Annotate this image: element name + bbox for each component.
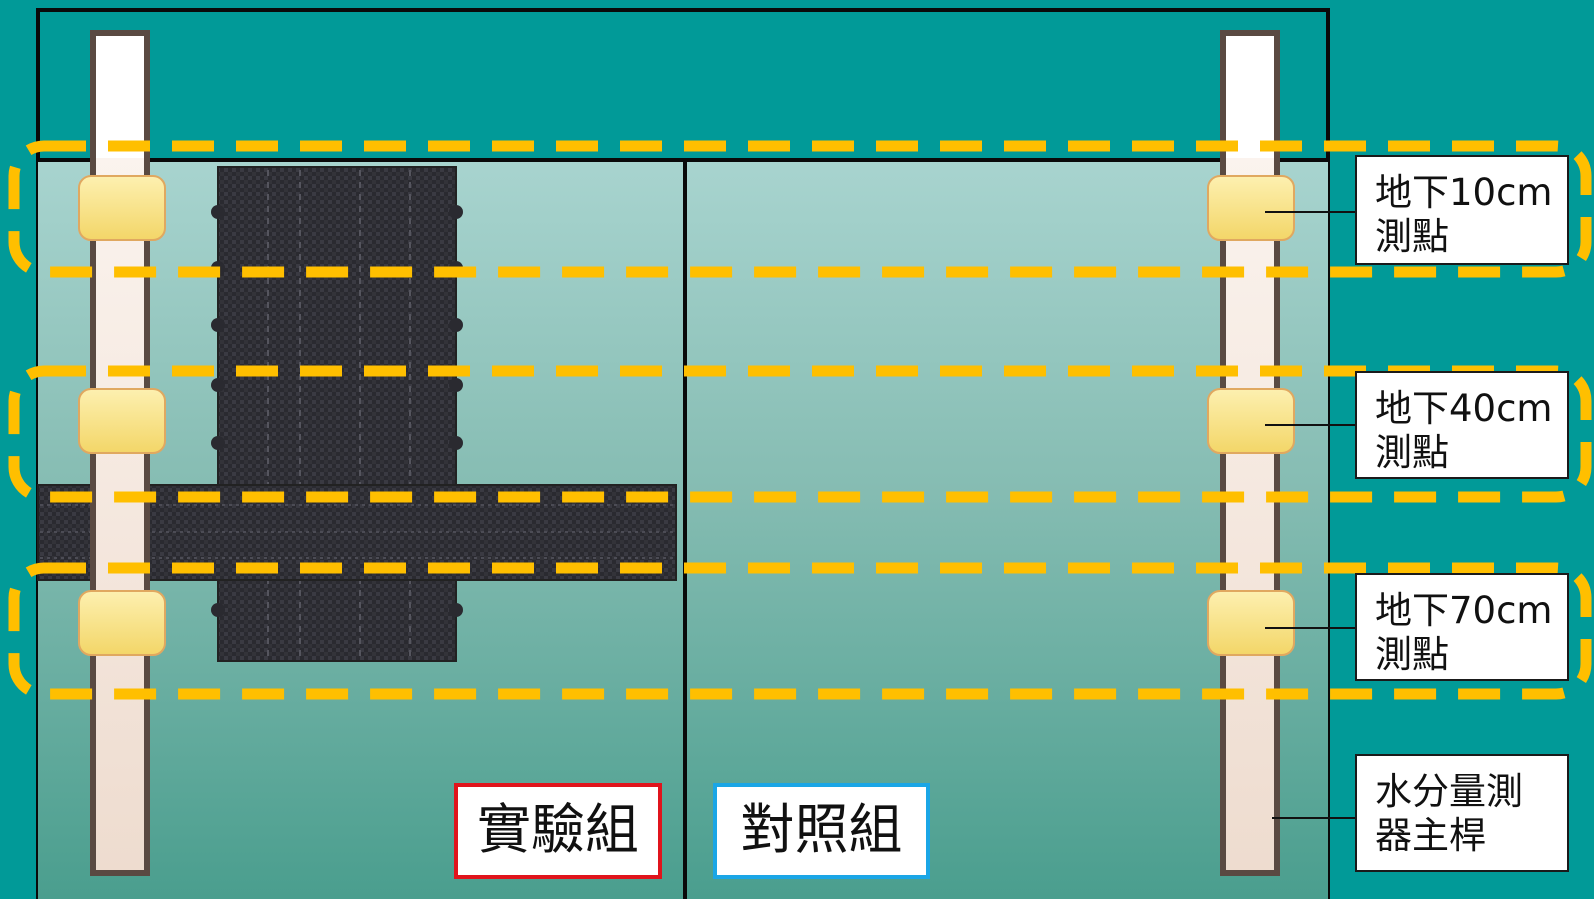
callout-depth-10cm-line2: 測點 — [1375, 215, 1449, 258]
callout-probe-rod-line1: 水分量測 — [1375, 770, 1523, 813]
sensors — [78, 175, 1295, 656]
callout-depth-70cm-line1: 地下70cm — [1375, 589, 1553, 632]
highlight-band-10cm — [8, 140, 1592, 278]
callout-leaders — [1265, 211, 1358, 819]
sensor-right-40 — [1207, 388, 1295, 454]
vertical-drain-pipe — [211, 166, 463, 662]
sensor-left-40 — [78, 388, 166, 454]
callout-depth-40cm-line1: 地下40cm — [1375, 387, 1553, 430]
highlight-band-40cm — [8, 365, 1592, 503]
depth-highlight-bands — [8, 140, 1592, 700]
callout-depth-10cm: 地下10cm 測點 — [1355, 155, 1569, 265]
callout-depth-10cm-line1: 地下10cm — [1375, 171, 1553, 214]
callout-probe-rod-line2: 器主桿 — [1375, 814, 1486, 857]
control-group-label: 對照組 — [713, 783, 930, 879]
callout-depth-40cm-line2: 測點 — [1375, 431, 1449, 474]
experimental-group-label: 實驗組 — [454, 783, 662, 879]
sensor-left-10 — [78, 175, 166, 241]
sensor-left-70 — [78, 590, 166, 656]
callout-depth-70cm: 地下70cm 測點 — [1355, 573, 1569, 681]
callout-probe-rod: 水分量測 器主桿 — [1355, 754, 1569, 872]
highlight-band-70cm — [8, 562, 1592, 700]
callout-depth-70cm-line2: 測點 — [1375, 633, 1449, 676]
callout-depth-40cm: 地下40cm 測點 — [1355, 371, 1569, 479]
sensor-right-10 — [1207, 175, 1295, 241]
sensor-right-70 — [1207, 590, 1295, 656]
